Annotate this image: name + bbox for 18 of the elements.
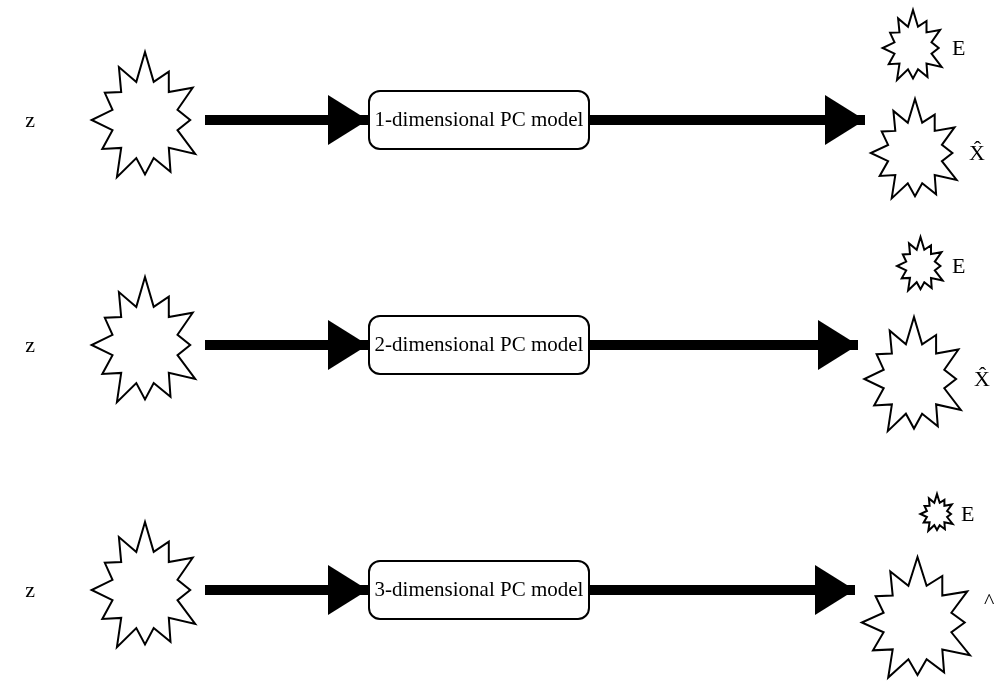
variable-label: E (952, 255, 966, 277)
variable-label: ^ (984, 589, 995, 612)
variable-label: E (952, 37, 966, 59)
arrow (205, 95, 368, 145)
arrow (205, 565, 368, 615)
variable-label: z (25, 109, 35, 131)
process-box: 2-dimensional PC model (368, 315, 590, 375)
arrow (205, 320, 368, 370)
variable-label: X̂ (969, 142, 985, 164)
arrow (590, 320, 858, 370)
process-box: 1-dimensional PC model (368, 90, 590, 150)
variable-label: X̂ (974, 368, 990, 390)
process-box: 3-dimensional PC model (368, 560, 590, 620)
variable-label: z (25, 334, 35, 356)
variable-label: E (961, 503, 975, 525)
variable-label: z (25, 579, 35, 601)
arrow (590, 95, 865, 145)
arrow (590, 565, 855, 615)
